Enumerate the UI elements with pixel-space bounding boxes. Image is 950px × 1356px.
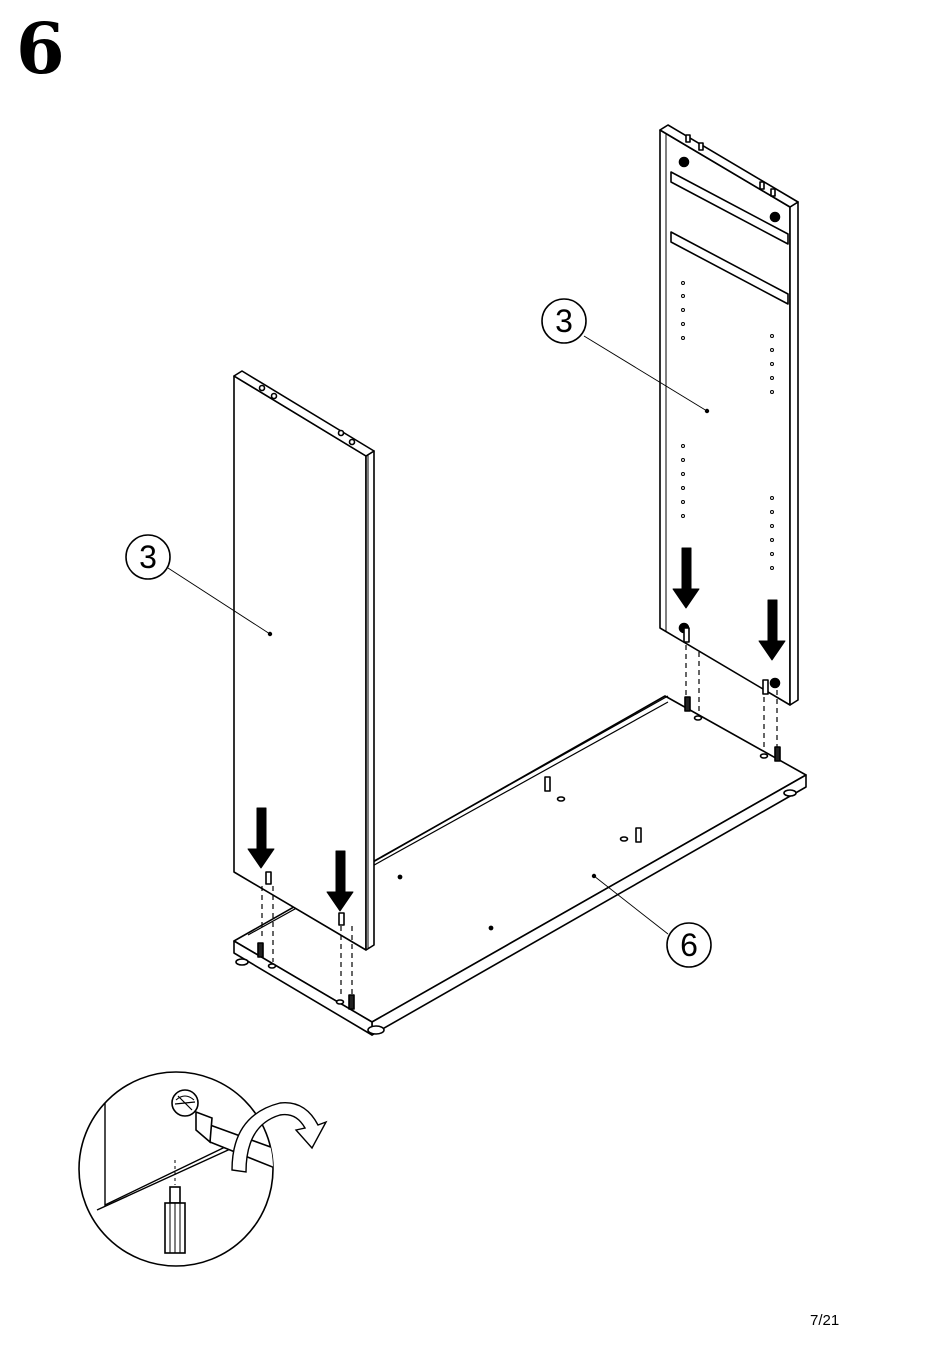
callout-label-base: 6 (680, 927, 698, 963)
callout-label-left: 3 (139, 539, 157, 575)
cam-lock-icon (172, 1090, 198, 1116)
left-side-panel (234, 371, 374, 950)
callout-label-right: 3 (555, 303, 573, 339)
detail-inset (79, 1072, 353, 1266)
page-number: 7/21 (810, 1312, 839, 1329)
